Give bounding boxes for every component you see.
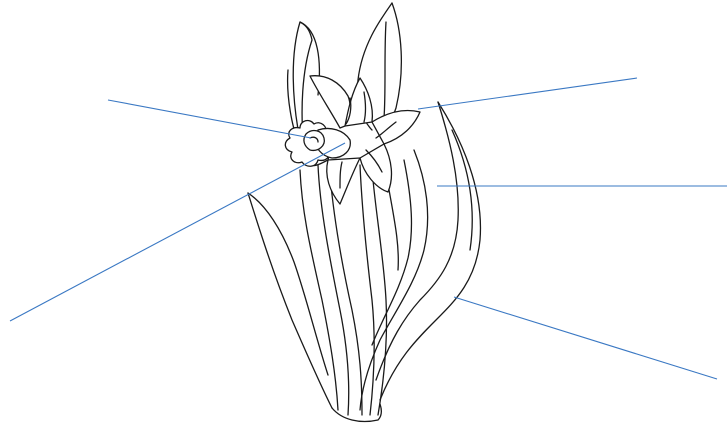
leader-ovary — [10, 143, 345, 321]
base-outline — [332, 404, 381, 422]
leader-petal — [418, 78, 637, 109]
trumpet-mouth — [304, 131, 324, 151]
stems — [300, 165, 398, 415]
leader-trumpet — [108, 100, 311, 138]
leaf-lower-left — [248, 193, 332, 408]
petal-top-left — [310, 76, 350, 128]
petal-right — [372, 110, 420, 144]
leaf-right-outer — [376, 102, 480, 400]
leader-leaf — [454, 297, 717, 379]
petal-bottom-right — [360, 144, 391, 192]
